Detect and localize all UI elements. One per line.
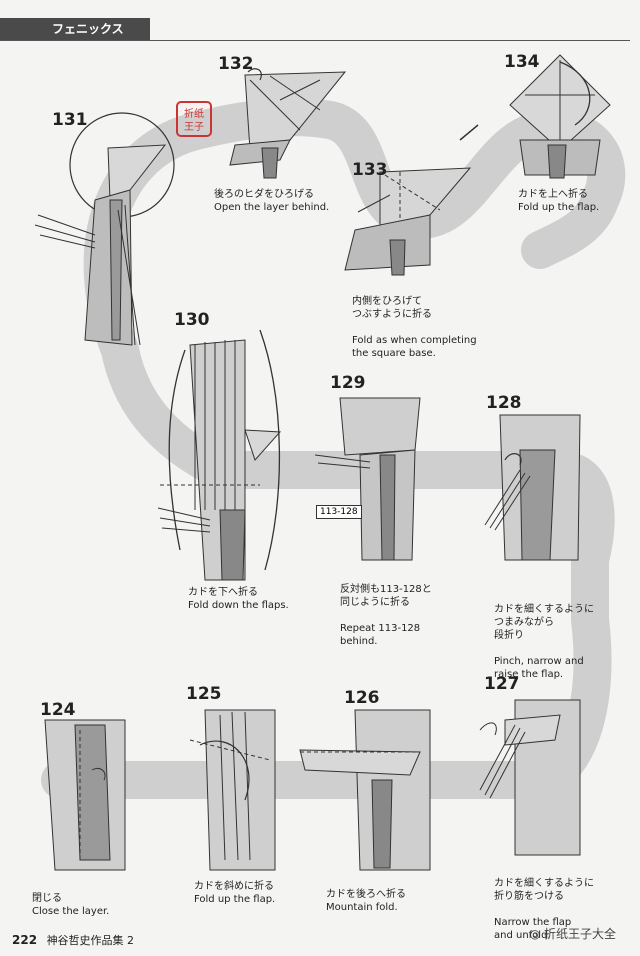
caption-jp: カドを細くするように つまみながら 段折り [494,604,594,641]
model-124 [44,719,126,871]
caption-en: Fold up the flap. [194,894,276,905]
stamp-logo: 折纸 王子 [176,101,212,137]
step-number-129: 129 [330,373,366,393]
svg-text:折纸: 折纸 [184,107,204,120]
model-125 [189,709,276,871]
caption-133: 内側をひろげて つぶすように折る Fold as when completing… [352,282,477,373]
model-126 [299,709,431,871]
reference-box: 113-128 [316,505,362,519]
caption-en: Open the layer behind. [214,202,330,213]
caption-en: Mountain fold. [326,902,398,913]
caption-jp: カドを細くするように 折り筋をつける [494,878,594,902]
caption-jp: カドを後ろへ折る [326,889,406,900]
caption-en: Fold as when completing the square base. [352,335,477,359]
step-number-126: 126 [344,688,380,708]
step-number-125: 125 [186,684,222,704]
caption-en: Repeat 113-128 behind. [340,623,421,647]
caption-128: カドを細くするように つまみながら 段折り Pinch, narrow and … [494,590,594,694]
caption-en: Fold up the flap. [518,202,600,213]
book-title: 神谷哲史作品集 2 [46,934,135,947]
model-129 [314,397,421,561]
model-131 [34,144,167,346]
caption-125: カドを斜めに折る Fold up the flap. [194,880,275,906]
wechat-icon: ◎ [529,927,544,941]
caption-jp: カドを上へ折る [518,189,588,200]
model-128 [484,414,581,561]
model-133 [344,167,472,276]
caption-jp: 内側をひろげて つぶすように折る [352,296,432,320]
step-number-130: 130 [174,310,210,330]
caption-130: カドを下へ折る Fold down the flaps. [188,586,289,612]
page-footer: 222 神谷哲史作品集 2 [12,932,134,948]
model-130 [157,329,282,581]
caption-127: カドを細くするように 折り筋をつける Narrow the flap and u… [494,864,594,955]
step-number-127: 127 [484,674,520,694]
model-132 [229,68,347,179]
caption-en: Narrow the flap and unfold. [494,917,572,941]
caption-en: Fold down the flaps. [188,600,289,611]
step-number-132: 132 [218,54,254,74]
caption-en: Close the layer. [32,906,110,917]
caption-jp: カドを斜めに折る [194,881,274,892]
page-number: 222 [12,933,38,947]
model-134 [459,54,611,179]
header-rule [0,40,630,41]
section-title: フェニックス [52,22,124,36]
caption-134: カドを上へ折る Fold up the flap. [518,188,599,214]
section-header: フェニックス [0,18,150,40]
caption-126: カドを後ろへ折る Mountain fold. [326,888,406,914]
caption-129: 反対側も113-128と 同じように折る Repeat 113-128 behi… [340,570,432,661]
caption-jp: 反対側も113-128と 同じように折る [340,584,432,608]
caption-jp: 閉じる [32,893,62,904]
caption-124: 閉じる Close the layer. [32,892,109,918]
caption-en: Pinch, narrow and raise the flap. [494,656,584,680]
svg-text:王子: 王子 [184,121,204,133]
step-number-133: 133 [352,160,388,180]
step-number-124: 124 [40,700,76,720]
model-127 [479,699,581,856]
caption-jp: カドを下へ折る [188,587,258,598]
watermark: ◎ 折纸王子大全 [530,925,616,942]
watermark-text: 折纸王子大全 [543,927,616,941]
step-number-131: 131 [52,110,88,130]
caption-132: 後ろのヒダをひろげる Open the layer behind. [214,188,329,214]
caption-jp: 後ろのヒダをひろげる [214,189,314,200]
step-number-128: 128 [486,393,522,413]
step-number-134: 134 [504,52,540,72]
